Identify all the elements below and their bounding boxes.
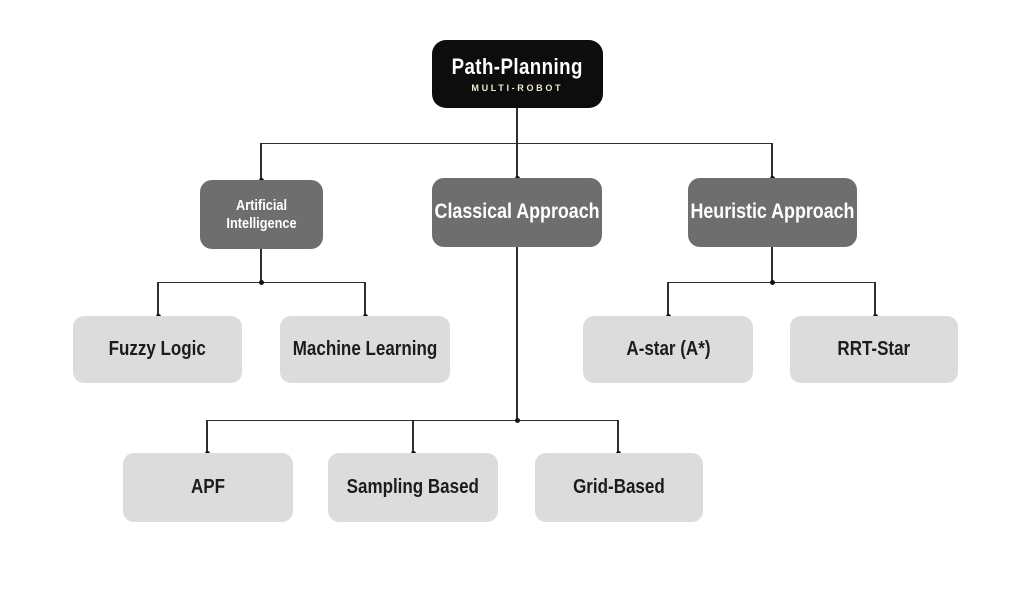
connector-line (261, 142, 772, 144)
branch-label: Artificial Intelligence (226, 197, 297, 232)
leaf-label: Fuzzy Logic (108, 338, 207, 360)
connector-line (157, 282, 159, 316)
leaf-label: Sampling Based (346, 476, 480, 498)
connector-line (260, 249, 262, 282)
connector-line (206, 420, 208, 453)
leaf-label: A-star (A*) (625, 338, 711, 360)
node-sampling-based: Sampling Based (328, 453, 498, 522)
connector-line (516, 247, 518, 420)
connector-line (874, 282, 876, 316)
leaf-label: APF (191, 476, 225, 498)
connector-line (667, 282, 669, 316)
node-a-star: A-star (A*) (583, 316, 753, 383)
connector-line (364, 282, 366, 316)
connector-line (771, 247, 773, 282)
node-apf: APF (123, 453, 293, 522)
branch-label: Classical Approach (434, 200, 600, 224)
connector-line (771, 143, 773, 178)
node-rrt-star: RRT-Star (790, 316, 958, 383)
node-machine-learning: Machine Learning (280, 316, 450, 383)
connector-dot (258, 279, 264, 285)
node-fuzzy-logic: Fuzzy Logic (73, 316, 242, 383)
connector-line (617, 420, 619, 453)
leaf-label: Grid-Based (573, 476, 665, 498)
node-artificial-intelligence: Artificial Intelligence (200, 180, 323, 249)
node-grid-based: Grid-Based (535, 453, 703, 522)
leaf-label: Machine Learning (292, 338, 438, 360)
node-path-planning: Path-Planning MULTI-ROBOT (432, 40, 603, 108)
root-subtitle: MULTI-ROBOT (471, 82, 564, 94)
connector-dot (769, 279, 775, 285)
branch-label: Heuristic Approach (690, 200, 855, 224)
root-title: Path-Planning (451, 54, 584, 80)
node-classical-approach: Classical Approach (432, 178, 602, 247)
connector-line (260, 143, 262, 180)
node-heuristic-approach: Heuristic Approach (688, 178, 857, 247)
leaf-label: RRT-Star (837, 338, 911, 360)
connector-line (412, 420, 414, 453)
connector-dot (514, 417, 520, 423)
